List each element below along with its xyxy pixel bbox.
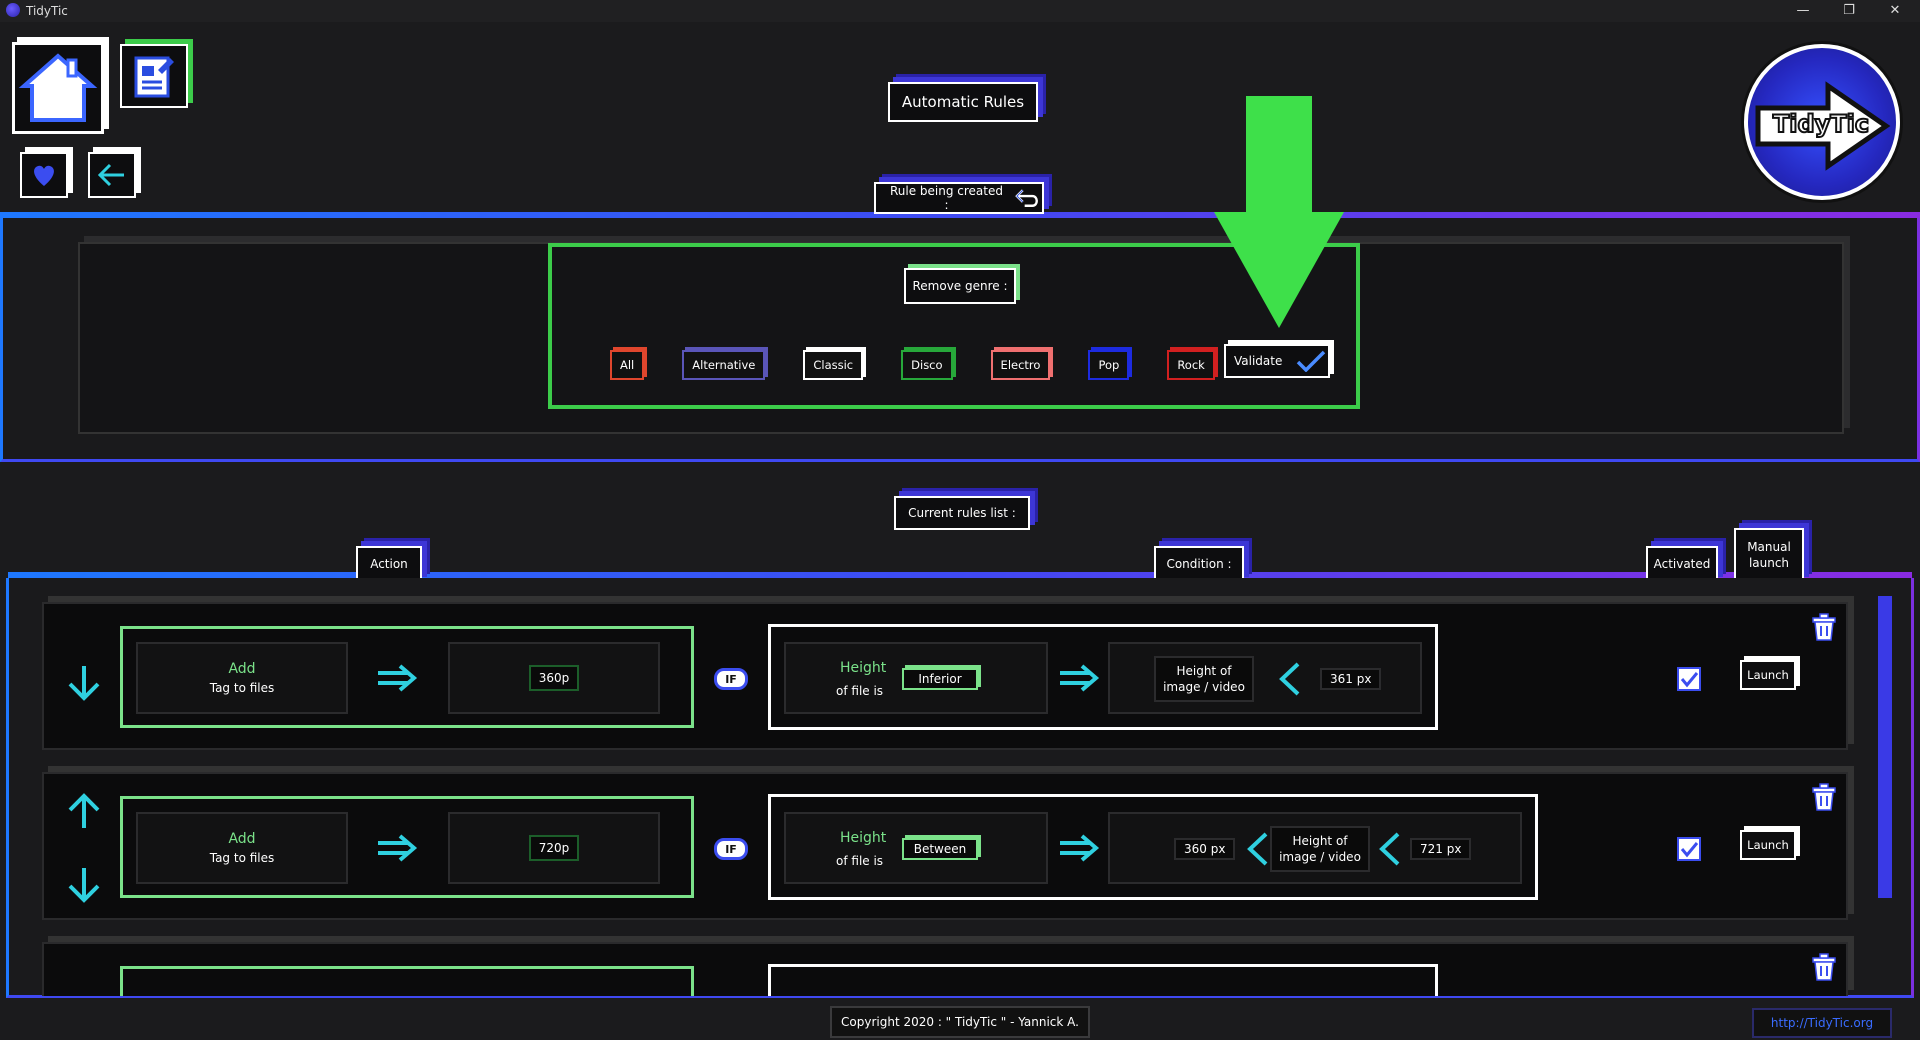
logo-text: TidyTic [1772,109,1870,139]
rule-1-action-value-cell[interactable]: 360p [448,642,660,714]
column-header-manual-launch: Manual launch [1734,528,1804,582]
less-than-icon [1279,662,1300,696]
move-down-icon[interactable] [66,866,102,904]
less-than-icon [1379,832,1400,866]
less-than-icon [1247,832,1268,866]
rule-2-action-title: Add [228,831,256,847]
document-edit-icon [134,56,174,98]
trash-icon[interactable] [1810,952,1838,982]
website-link[interactable]: http://TidyTic.org [1752,1008,1892,1038]
rule-2-activated-checkbox[interactable] [1676,836,1702,862]
checkmark-icon [1297,350,1326,372]
right-double-arrow-icon [378,664,418,692]
rule-2-cond-low: 360 px [1174,838,1236,860]
close-button[interactable]: ✕ [1889,3,1901,18]
genre-button-classic[interactable]: Classic [803,350,864,380]
green-down-arrow-icon [1214,96,1344,328]
rule-2-cond-operator[interactable]: Between [902,838,978,860]
rule-1-cond-target: Height of image / video [1154,656,1254,702]
favorites-button[interactable] [20,152,68,198]
rule-2-launch-button[interactable]: Launch [1740,830,1796,860]
app-icon [6,3,20,17]
column-header-action: Action [356,546,422,582]
move-up-icon[interactable] [66,792,102,830]
heart-icon [34,165,54,186]
rule-1-cond-value: 361 px [1320,668,1382,690]
rule-being-created-label: Rule being created : [874,182,1044,214]
rules-editor-button[interactable] [120,44,188,108]
current-rules-list-label: Current rules list : [894,496,1030,530]
rule-2-cond-high: 721 px [1410,838,1472,860]
trash-icon[interactable] [1810,782,1838,812]
move-down-icon[interactable] [66,664,102,702]
genre-button-disco[interactable]: Disco [901,350,953,380]
tidytic-logo: TidyTic [1744,44,1900,200]
rule-1-launch-button[interactable]: Launch [1740,660,1796,690]
validate-button[interactable]: Validate [1224,344,1330,378]
genre-button-rock[interactable]: Rock [1167,350,1215,380]
rule-2-action-value-cell[interactable]: 720p [448,812,660,884]
window-title: TidyTic [26,4,68,18]
title-bar: TidyTic — ❐ ✕ [0,0,1920,22]
rule-1-cond-operator[interactable]: Inferior [902,668,978,690]
rule-3-condition-frame [768,964,1438,996]
rule-2-condition-value-cell[interactable]: 360 px Height of image / video 721 px [1108,812,1522,884]
logo-arrow-icon [1755,81,1891,171]
rule-1-if-badge: IF [714,668,748,690]
column-header-condition: Condition : [1154,546,1244,582]
rule-2-condition-field[interactable]: Height of file is Between [784,812,1048,884]
right-double-arrow-icon [1060,834,1100,862]
rule-1-activated-checkbox[interactable] [1676,666,1702,692]
genre-button-electro[interactable]: Electro [990,350,1051,380]
copyright-text: Copyright 2020 : " TidyTic " - Yannick A… [830,1006,1090,1038]
rules-list-scrollbar[interactable] [1878,596,1892,898]
genre-button-alternative[interactable]: Alternative [682,350,766,380]
rule-2-action-sub: Tag to files [209,851,275,865]
right-double-arrow-icon [1060,664,1100,692]
trash-icon[interactable] [1810,612,1838,642]
rule-1-action-type[interactable]: Add Tag to files [136,642,348,714]
minimize-button[interactable]: — [1796,3,1810,18]
remove-genre-label: Remove genre : [904,268,1016,304]
top-section-divider [0,212,1920,218]
validate-label: Validate [1234,354,1283,368]
home-icon [18,53,98,122]
rule-1-condition-value-cell[interactable]: Height of image / video 361 px [1108,642,1422,714]
home-button[interactable] [12,42,104,134]
rules-section-divider [8,572,1912,578]
rule-1-action-sub: Tag to files [209,681,275,695]
column-header-activated: Activated [1646,546,1718,582]
rule-1-cond-title: Height [840,660,887,676]
rule-2-cond-target: Height of image / video [1270,826,1370,872]
rule-2-action-value: 720p [528,835,580,861]
rule-3-action-frame [120,966,694,996]
undo-icon[interactable] [1015,187,1042,209]
page-title: Automatic Rules [888,82,1038,122]
rule-1-condition-field[interactable]: Height of file is Inferior [784,642,1048,714]
genre-button-row: All Alternative Classic Disco Electro Po… [610,350,1231,380]
right-double-arrow-icon [378,834,418,862]
rule-being-created-text: Rule being created : [889,184,1003,212]
genre-button-all[interactable]: All [610,350,645,380]
rule-1-cond-sub: of file is [836,684,884,698]
arrow-left-icon [98,163,124,187]
rule-2-cond-sub: of file is [836,854,884,868]
genre-button-pop[interactable]: Pop [1088,350,1130,380]
maximize-button[interactable]: ❐ [1843,3,1855,18]
back-button[interactable] [88,152,136,198]
rule-2-cond-title: Height [840,830,887,846]
rule-1-action-title: Add [228,661,256,677]
rule-1-action-value: 360p [528,665,580,691]
rule-2-if-badge: IF [714,838,748,860]
rule-2-action-type[interactable]: Add Tag to files [136,812,348,884]
